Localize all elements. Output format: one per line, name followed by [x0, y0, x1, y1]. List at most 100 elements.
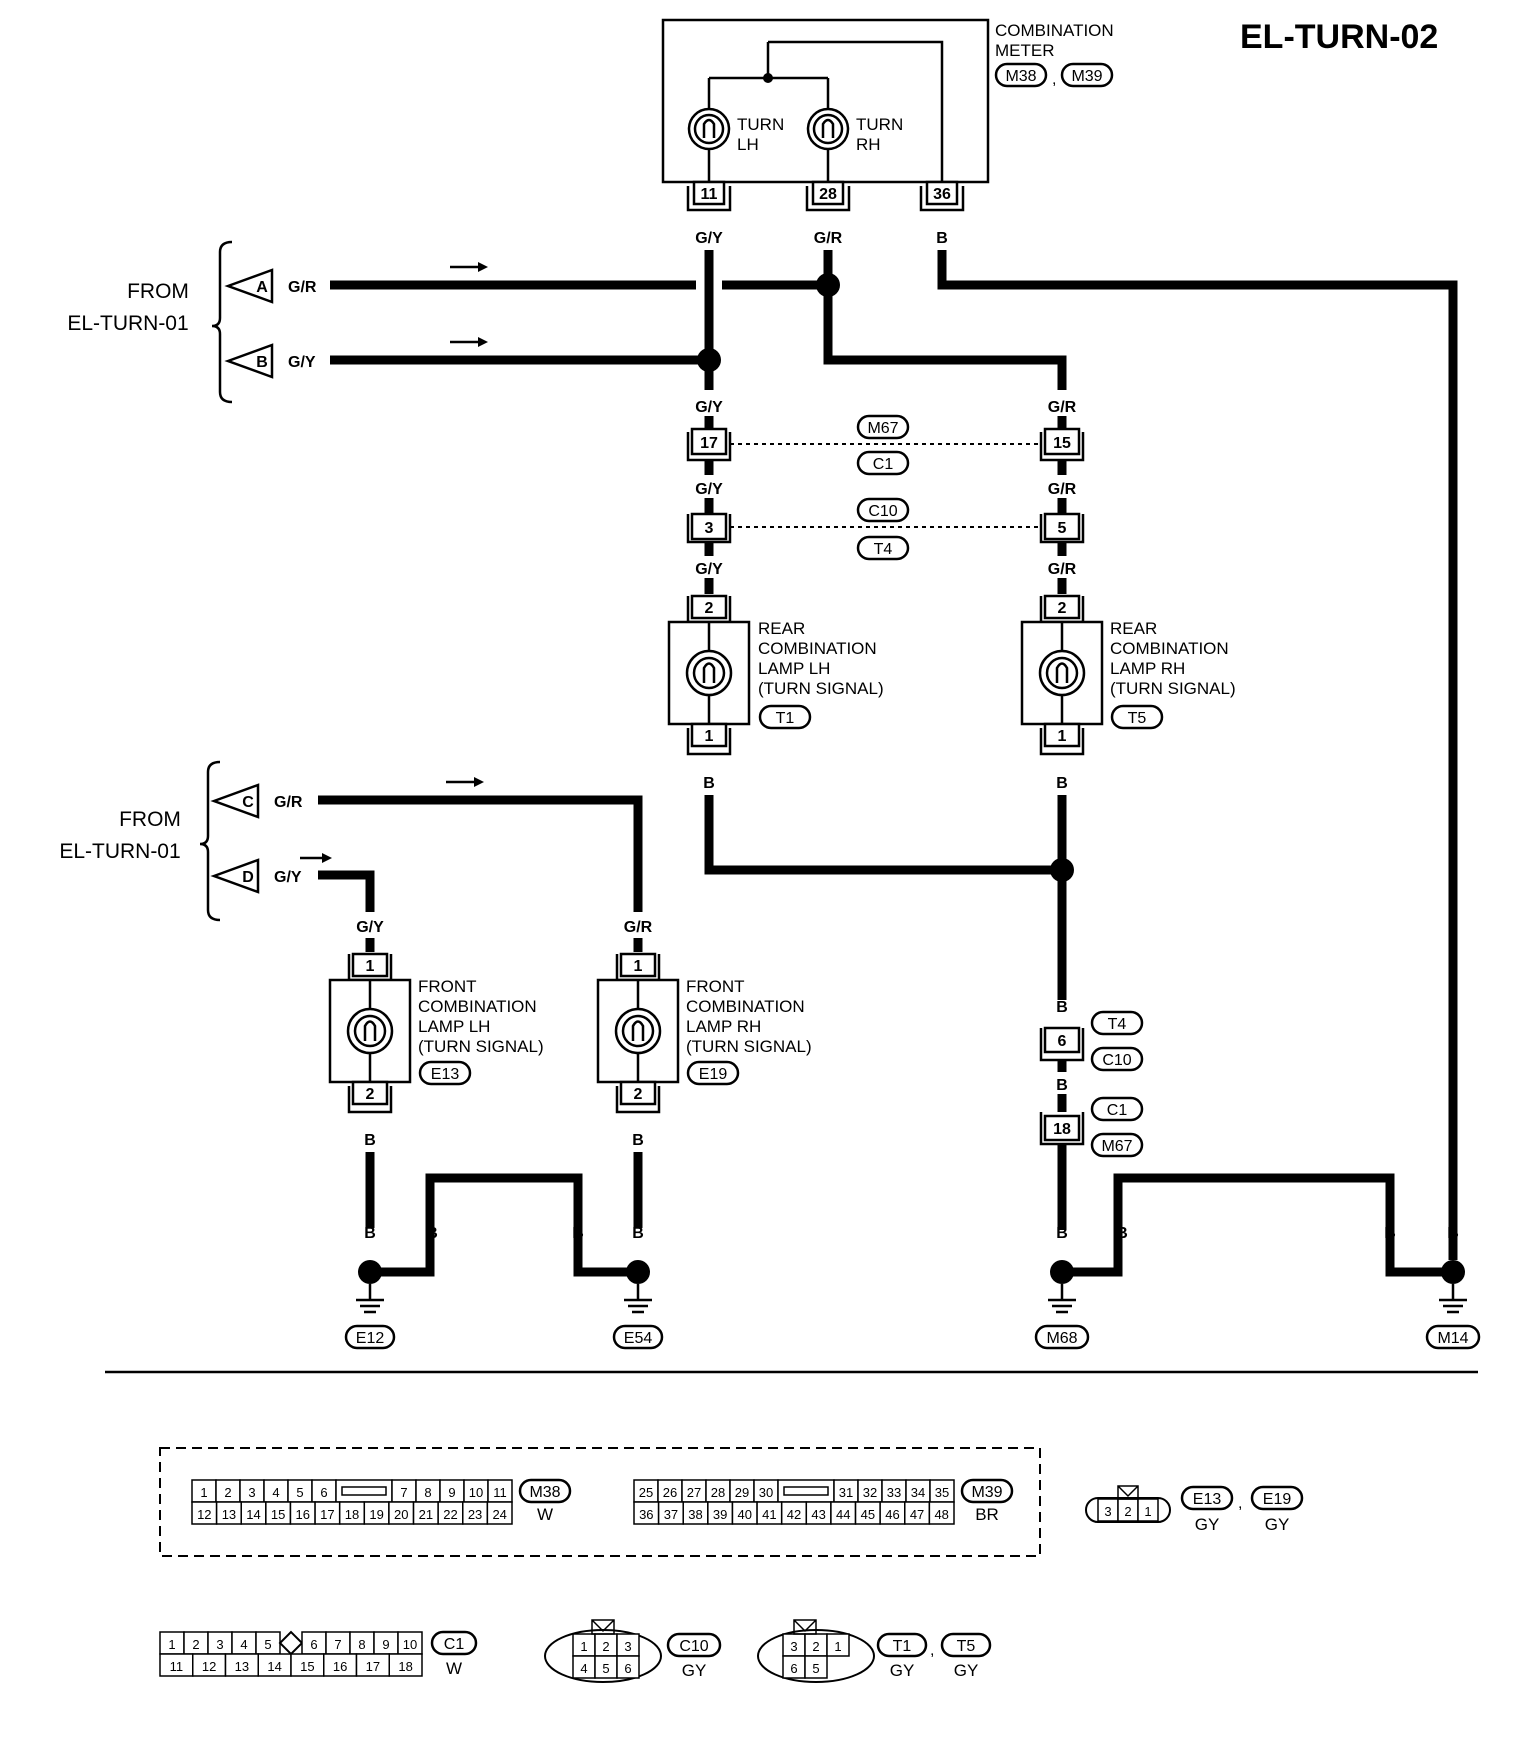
svg-text:6: 6	[310, 1637, 317, 1652]
connector-pin: 8	[349, 1631, 375, 1655]
svg-text:A: A	[256, 279, 268, 296]
wire-label-b: B	[632, 1225, 644, 1242]
meter-pin-36: 36	[919, 180, 965, 212]
connector-pin: 6	[301, 1631, 327, 1655]
rear-combination-lamp-lh: 2 1 REAR COMBINATION LAMP LH (TURN SIGNA…	[667, 578, 884, 756]
svg-text:E13: E13	[1193, 1491, 1222, 1508]
input-d-connector: D G/Y	[210, 858, 302, 894]
svg-text:LAMP LH: LAMP LH	[418, 1017, 490, 1036]
connector-pin: 12	[192, 1653, 227, 1677]
input-b-connector: B G/Y	[224, 343, 316, 379]
wire-label-pin36: B	[936, 230, 948, 247]
svg-text:15: 15	[271, 1507, 285, 1522]
connector-pin: 3	[782, 1633, 806, 1657]
connector-pin: 45	[854, 1501, 881, 1525]
meter-connector-group	[159, 1447, 1041, 1557]
svg-text:M67: M67	[867, 420, 898, 437]
svg-text:M38: M38	[529, 1484, 560, 1501]
connector-pin: 5	[287, 1479, 313, 1503]
meter-name-2: METER	[995, 41, 1055, 60]
svg-text:1: 1	[634, 958, 643, 975]
svg-text:9: 9	[382, 1637, 389, 1652]
svg-text:2: 2	[705, 600, 714, 617]
connector-pin: 43	[805, 1501, 832, 1525]
connector-pin: 27	[681, 1479, 707, 1503]
ground-wiring	[358, 1144, 1465, 1284]
svg-text:1: 1	[1144, 1504, 1151, 1519]
svg-text:24: 24	[492, 1507, 506, 1522]
wire-label-pin28: G/R	[814, 230, 843, 247]
wire-label-left-3: G/Y	[695, 561, 723, 578]
connector-pin: 7	[391, 1479, 417, 1503]
connector-ref-t1: T1	[876, 1632, 928, 1658]
svg-text:2: 2	[366, 1086, 375, 1103]
svg-text:1: 1	[200, 1485, 207, 1500]
svg-text:36: 36	[639, 1507, 653, 1522]
svg-text:REAR: REAR	[758, 619, 805, 638]
svg-text:4: 4	[240, 1637, 247, 1652]
meter-pin-11: 11	[686, 180, 732, 212]
connector-lock-icon	[793, 1619, 817, 1635]
connector-color-t5: GY	[954, 1661, 979, 1680]
connector-pin: 32	[857, 1479, 883, 1503]
svg-text:G/Y: G/Y	[274, 869, 302, 886]
turn-lh-label-1: TURN	[737, 115, 784, 134]
svg-text:42: 42	[787, 1507, 801, 1522]
svg-text:E12: E12	[356, 1330, 385, 1347]
svg-text:E13: E13	[431, 1066, 460, 1083]
connector-color-e13: GY	[1195, 1515, 1220, 1534]
svg-text:,: ,	[1238, 1495, 1242, 1512]
wire-label-b: B	[364, 1225, 376, 1242]
svg-text:COMBINATION: COMBINATION	[758, 639, 877, 658]
wire-label-right-2: G/R	[1048, 481, 1077, 498]
connector-pin: 7	[325, 1631, 351, 1655]
svg-text:7: 7	[334, 1637, 341, 1652]
connector-ref-c1: C1	[430, 1630, 478, 1656]
svg-text:17: 17	[366, 1659, 380, 1674]
connector-pin: 15	[290, 1653, 325, 1677]
svg-text:36: 36	[933, 186, 951, 203]
svg-text:1: 1	[705, 728, 714, 745]
svg-text:C10: C10	[868, 503, 897, 520]
connector-pin: 31	[833, 1479, 859, 1503]
from-el-turn-01-lower: FROM EL-TURN-01	[59, 760, 221, 922]
connector-ref-e19: E19	[1250, 1485, 1304, 1511]
connector-pin: 34	[905, 1479, 931, 1503]
svg-text:26: 26	[663, 1485, 677, 1500]
wire-label-front-lh-in: G/Y	[356, 919, 384, 936]
svg-text:28: 28	[711, 1485, 725, 1500]
connector-pin: 48	[928, 1501, 955, 1525]
svg-text:18: 18	[398, 1659, 412, 1674]
svg-text:C10: C10	[679, 1638, 708, 1655]
svg-text:G/Y: G/Y	[288, 354, 316, 371]
connector-ref-t5: T5	[940, 1632, 992, 1658]
connector-pin: 11	[487, 1479, 513, 1503]
connector-pin: 47	[904, 1501, 931, 1525]
connector-pin: 26	[657, 1479, 683, 1503]
connector-pin: 41	[756, 1501, 783, 1525]
svg-text:M68: M68	[1046, 1330, 1077, 1347]
svg-text:C1: C1	[873, 456, 894, 473]
svg-text:37: 37	[664, 1507, 678, 1522]
connector-pin: 1	[191, 1479, 217, 1503]
svg-text:COMBINATION: COMBINATION	[418, 997, 537, 1016]
connector-pin: 3	[207, 1631, 233, 1655]
svg-text:39: 39	[713, 1507, 727, 1522]
connector-pin: 14	[257, 1653, 292, 1677]
connector-pin: 9	[373, 1631, 399, 1655]
connector-key-slot	[777, 1479, 835, 1503]
svg-text:12: 12	[202, 1659, 216, 1674]
svg-text:12: 12	[197, 1507, 211, 1522]
connector-color-m39: BR	[975, 1505, 999, 1524]
svg-text:14: 14	[246, 1507, 260, 1522]
svg-text:6: 6	[624, 1661, 631, 1676]
connector-pin: 5	[594, 1655, 618, 1679]
svg-text:LAMP LH: LAMP LH	[758, 659, 830, 678]
wire-label-b: B	[1447, 1225, 1459, 1242]
svg-text:8: 8	[358, 1637, 365, 1652]
svg-text:3: 3	[216, 1637, 223, 1652]
connector-pin: 24	[486, 1501, 513, 1525]
meter-connector-m38: M38	[1005, 68, 1036, 85]
svg-text:3: 3	[1104, 1504, 1111, 1519]
svg-text:46: 46	[885, 1507, 899, 1522]
